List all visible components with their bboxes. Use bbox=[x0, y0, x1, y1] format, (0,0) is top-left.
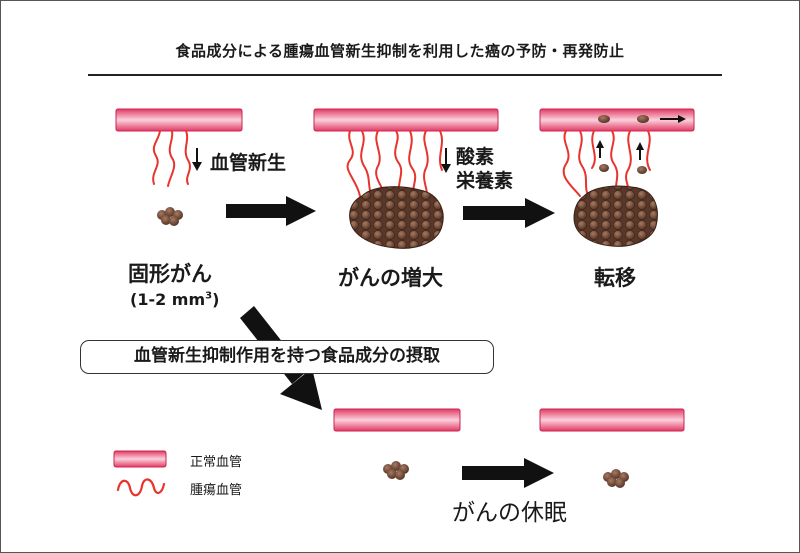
angiogenesis-label: 血管新生 bbox=[210, 152, 287, 174]
figure-title: 食品成分による腫瘍血管新生抑制を利用した癌の予防・再発防止 bbox=[175, 42, 625, 60]
oxygen-label: 酸素 bbox=[456, 146, 495, 168]
small-tumor-dormant1 bbox=[383, 461, 409, 480]
normal-vessel-stage1 bbox=[115, 108, 243, 132]
small-tumor-stage1 bbox=[157, 207, 183, 226]
angiogenesis-down-arrowhead bbox=[192, 162, 202, 171]
intravasation-arrowhead-2 bbox=[636, 142, 644, 150]
title-divider bbox=[88, 74, 722, 76]
nutrient-down-arrowhead bbox=[441, 164, 451, 173]
legend-normal-vessel-label: 正常血管 bbox=[190, 455, 243, 470]
size-close: ) bbox=[212, 290, 220, 309]
dormancy-label: がんの休眠 bbox=[452, 500, 567, 526]
small-tumor-dormant2 bbox=[603, 469, 629, 488]
circulating-tumor-cells bbox=[598, 115, 649, 174]
blood-flow-arrowhead bbox=[678, 115, 686, 123]
tumor-vessels-stage1 bbox=[152, 130, 191, 187]
legend-tumor-vessel-label: 腫瘍血管 bbox=[190, 483, 243, 498]
intervention-callout: 血管新生抑制作用を持つ食品成分の摂取 bbox=[80, 340, 494, 374]
progression-arrow-2 bbox=[463, 198, 555, 228]
metastasis-label: 転移 bbox=[594, 266, 636, 290]
solid-cancer-label: 固形がん bbox=[128, 262, 212, 286]
nutrients-label: 栄養素 bbox=[456, 170, 514, 192]
normal-vessel-stage3 bbox=[539, 108, 695, 132]
dormancy-arrow bbox=[462, 458, 554, 488]
normal-vessel-dormant2 bbox=[539, 408, 685, 432]
size-text: (1-2 mm bbox=[130, 290, 206, 309]
size-exponent: 3 bbox=[205, 290, 213, 302]
intravasation-arrowhead-1 bbox=[596, 140, 604, 148]
legend-normal-vessel-swatch bbox=[113, 450, 167, 468]
large-tumor-stage2 bbox=[349, 186, 444, 249]
progression-arrow-1 bbox=[226, 196, 316, 226]
legend-tumor-vessel-swatch bbox=[116, 478, 166, 497]
normal-vessel-dormant1 bbox=[333, 408, 461, 432]
solid-cancer-size-label: (1-2 mm3) bbox=[130, 290, 219, 309]
large-tumor-stage3 bbox=[573, 185, 658, 247]
normal-vessel-stage2 bbox=[313, 108, 499, 132]
tumor-growth-label: がんの増大 bbox=[338, 266, 443, 290]
